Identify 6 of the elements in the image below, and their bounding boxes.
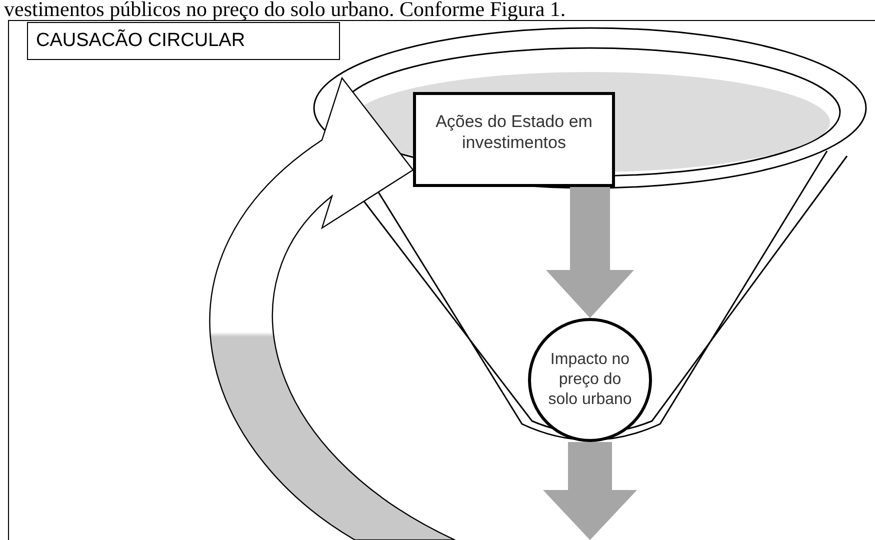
block-arrow [546, 187, 634, 318]
title-box: CAUSACÃO CIRCULAR [27, 22, 340, 60]
process-box: Ações do Estado em investimentos [413, 92, 615, 187]
block-arrow [209, 77, 456, 540]
block-arrow [543, 442, 637, 540]
body-text: vestimentos públicos no preço do solo urbano. Conforme Figura 1. [4, 0, 566, 21]
